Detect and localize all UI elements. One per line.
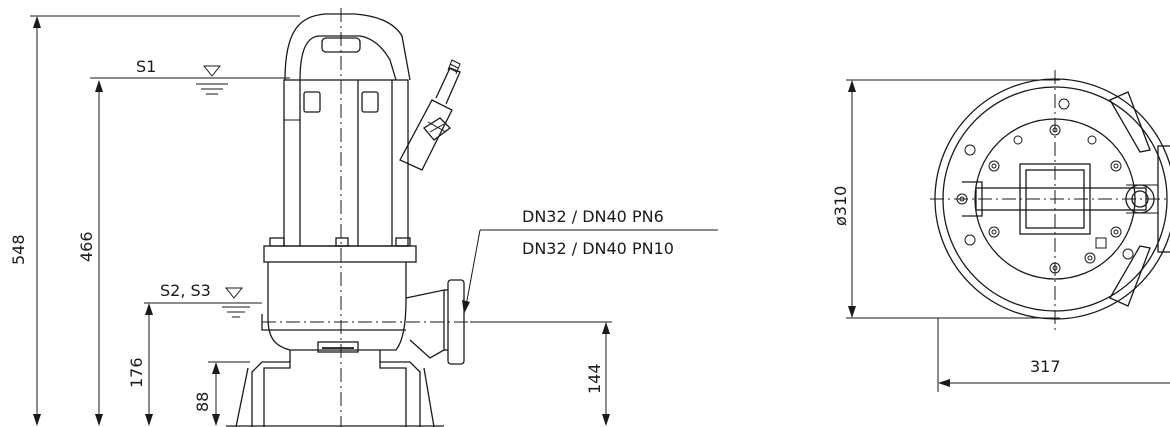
dim-144: 144 (470, 321, 612, 426)
guide-rail-bottom (1109, 245, 1151, 307)
side-view: 548 466 S1 S2, S3 (9, 8, 718, 427)
dim-466-label: 466 (77, 231, 96, 262)
flange-label-pn6: DN32 / DN40 PN6 (522, 207, 664, 226)
guide-rail-top (1109, 91, 1151, 153)
dim-548: 548 (9, 15, 300, 426)
dim-88: 88 (193, 361, 250, 426)
dim-310: ø310 (831, 79, 1060, 319)
flange-label-pn10: DN32 / DN40 PN10 (522, 239, 674, 258)
pump-handle (284, 13, 411, 81)
dim-176-label: 176 (127, 357, 146, 388)
motor-flange (263, 237, 417, 263)
motor-housing (283, 79, 409, 247)
top-view: ø310 317 (831, 70, 1170, 392)
outlet-nozzle (1125, 145, 1170, 253)
dim-317-label: 317 (1030, 357, 1061, 376)
level-s2-s3: S2, S3 176 (127, 281, 262, 426)
dim-466: 466 (77, 77, 290, 426)
bolt-holes (956, 98, 1134, 274)
power-cable (399, 59, 461, 171)
dim-144-label: 144 (585, 363, 604, 394)
dim-548-label: 548 (9, 234, 28, 265)
level-s1-label: S1 (136, 57, 156, 76)
pump-body (261, 262, 465, 365)
pump-feet (226, 350, 444, 427)
dim-317: 317 (937, 318, 1170, 392)
level-s1: S1 (136, 57, 228, 95)
level-s2-s3-label: S2, S3 (160, 281, 211, 300)
dim-88-label: 88 (193, 392, 212, 412)
dim-310-label: ø310 (831, 186, 850, 226)
flange-labels: DN32 / DN40 PN6 DN32 / DN40 PN10 (462, 207, 718, 314)
